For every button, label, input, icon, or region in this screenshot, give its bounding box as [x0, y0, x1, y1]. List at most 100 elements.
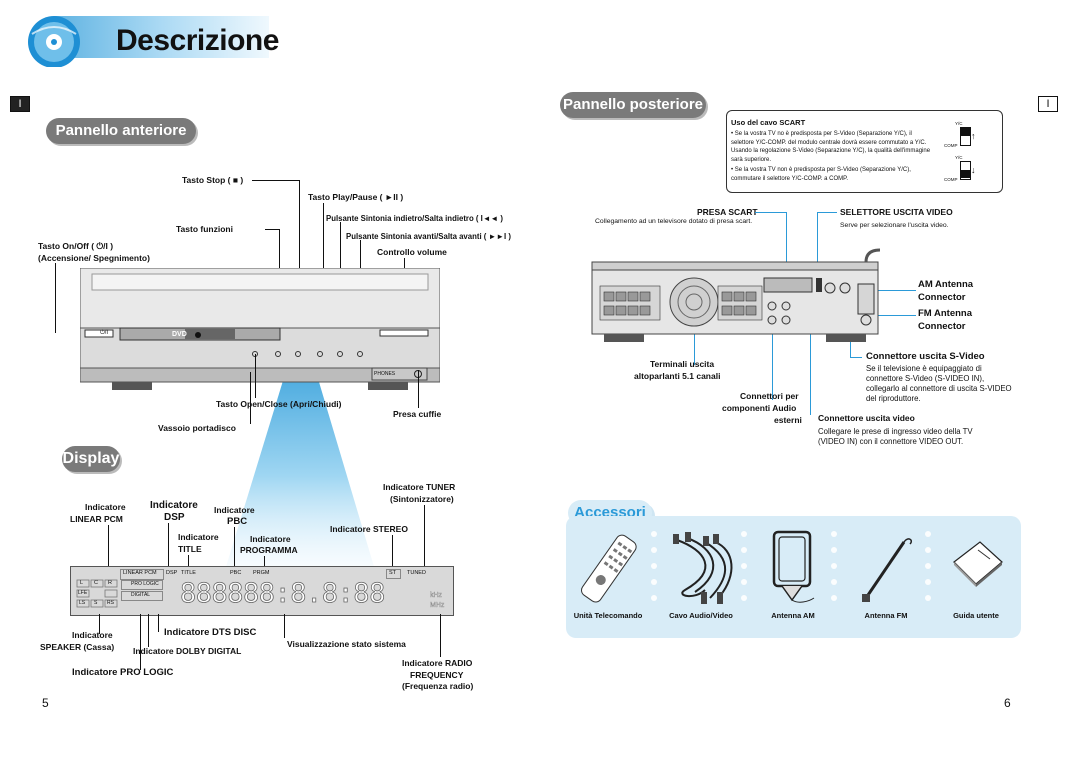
label-presa-scart: PRESA SCART [697, 207, 758, 217]
accessory-am-label: Antenna AM [771, 611, 815, 620]
label-video-2: (VIDEO IN) con il connettore VIDEO OUT. [818, 437, 964, 446]
label-presa-scart-sub: Collegamento ad un televisore dotato di … [595, 218, 753, 225]
speaker-s: S [94, 600, 98, 606]
label-video: Connettore uscita video [818, 413, 915, 423]
label-dsp-2: DSP [164, 512, 185, 523]
label-svideo-2: connettore S-Video (S-VIDEO IN), [866, 374, 985, 383]
page-title: Descrizione [116, 24, 279, 57]
switch-yc-2: Y/C [955, 155, 963, 160]
rear-panel-device [590, 248, 882, 346]
av-cable-icon [665, 530, 745, 608]
display-prgm-text: PRGM [253, 570, 270, 576]
speaker-l: L [80, 580, 84, 586]
label-prog-1: Indicatore [250, 534, 291, 544]
label-functions: Tasto funzioni [176, 224, 233, 234]
label-svideo-1: Se il televisione è equipaggiato di [866, 364, 982, 373]
switch-icon-yc [960, 127, 971, 146]
label-selettore: SELETTORE USCITA VIDEO [840, 207, 953, 217]
display-tab-linear [120, 569, 164, 580]
display-dsp-text: DSP [166, 570, 178, 576]
speaker-lfe: LFE [78, 590, 88, 596]
label-am-1: AM Antenna [918, 279, 974, 290]
label-onoff-sub: (Accensione/ Spegnimento) [38, 253, 150, 263]
switch-icon-comp [960, 161, 971, 180]
label-radio-1: Indicatore RADIO [402, 658, 473, 668]
display-linear-text: LINEAR PCM [123, 570, 157, 576]
arrow-down-icon: ↓ [971, 165, 976, 175]
display-khz: kHz [430, 592, 443, 599]
display-st-text: ST [389, 570, 397, 576]
label-tuner: Indicatore TUNER [383, 482, 456, 492]
label-dts: Indicatore DTS DISC [164, 627, 257, 638]
label-am-2: Connector [918, 292, 966, 303]
label-linear-pcm-2: LINEAR PCM [70, 514, 123, 524]
label-tuning-next: Pulsante Sintonia avanti/Salta avanti ( … [346, 232, 511, 241]
section-marker-left: I [10, 96, 30, 112]
label-svideo-4: del riproduttore. [866, 394, 921, 403]
label-speaker-2: SPEAKER (Cassa) [40, 642, 115, 652]
display-title: Display [62, 446, 120, 472]
display-digits: 888888:8.8:88 [180, 578, 386, 609]
accessory-guide-label: Guida utente [953, 611, 999, 620]
speaker-rs: RS [107, 600, 114, 606]
display-prologic-text: PRO LOGIC [131, 581, 159, 587]
accessory-cable-label: Cavo Audio/Video [669, 611, 733, 620]
label-title-1: Indicatore [178, 532, 219, 542]
scart-box-heading: Uso del cavo SCART [731, 118, 806, 127]
label-prog-2: PROGRAMMA [240, 545, 298, 555]
label-prologic: Indicatore PRO LOGIC [72, 667, 174, 678]
page-number-right: 6 [1004, 696, 1011, 710]
front-panel-title: Pannello anteriore [46, 118, 196, 144]
label-fm-1: FM Antenna [918, 308, 973, 319]
display-dts-text: DIGITAL [131, 592, 151, 598]
page-number-left: 5 [42, 696, 49, 710]
label-tray: Vassoio portadisco [158, 423, 236, 433]
label-audio-2: componenti Audio [722, 403, 797, 413]
label-open-close: Tasto Open/Close (Apri/Chiudi) [216, 399, 342, 409]
arrow-up-icon: ↑ [971, 131, 976, 141]
user-guide-icon [948, 538, 1006, 590]
label-volume: Controllo volume [377, 247, 447, 257]
label-speaker-1: Indicatore [72, 630, 113, 640]
label-svideo: Connettore uscita S-Video [866, 351, 985, 362]
label-title-2: TITLE [178, 544, 202, 554]
switch-yc-1: Y/C [955, 121, 963, 126]
label-system: Visualizzazione stato sistema [287, 639, 406, 649]
display-tuned-text: TUNED [407, 570, 426, 576]
speaker-c: C [94, 580, 98, 586]
label-tuner-sub: (Sintonizzatore) [390, 494, 454, 504]
accessories-panel [566, 516, 1021, 638]
label-stereo: Indicatore STEREO [330, 524, 408, 534]
display-pbc-text: PBC [230, 570, 242, 576]
display-title-text: TITLE [181, 570, 196, 576]
fm-antenna-icon [856, 528, 916, 606]
speaker-indicator-grid [76, 579, 120, 609]
label-stop: Tasto Stop ( ■ ) [182, 175, 244, 185]
label-terminali-1: Terminali uscita [650, 359, 715, 369]
label-play: Tasto Play/Pause ( ►II ) [308, 192, 404, 202]
device-power-text: ⏻/I [100, 330, 109, 336]
label-dsp-1: Indicatore [150, 500, 198, 511]
header-disc-graphic [14, 12, 269, 68]
scart-info-box [726, 110, 1003, 193]
scart-box-p2: • Se la vostra TV non è predisposta per … [731, 167, 911, 182]
label-radio-2: FREQUENCY [410, 670, 464, 680]
am-antenna-icon [768, 528, 818, 608]
label-svideo-3: collegarlo al connettore di uscita S-VID… [866, 384, 1012, 393]
label-audio-1: Connettori per [740, 391, 799, 401]
speaker-r: R [108, 580, 112, 586]
accessory-remote-label: Unità Telecomando [573, 611, 643, 620]
switch-comp-1: COMP [944, 143, 958, 148]
device-dvd-logo: DVD [172, 331, 187, 338]
label-onoff: Tasto On/Off ( ⏻/I ) [38, 241, 114, 251]
label-headphone: Presa cuffie [393, 409, 442, 419]
rear-panel-title: Pannello posteriore [560, 92, 706, 118]
label-dolby: Indicatore DOLBY DIGITAL [133, 646, 242, 656]
label-audio-3: esterni [774, 415, 802, 425]
display-mhz: MHz [430, 602, 445, 609]
switch-comp-2: COMP [944, 177, 958, 182]
label-pbc-2: PBC [227, 516, 248, 527]
section-marker-right: I [1038, 96, 1058, 112]
device-phones-text: PHONES [374, 371, 396, 377]
label-fm-2: Connector [918, 321, 966, 332]
